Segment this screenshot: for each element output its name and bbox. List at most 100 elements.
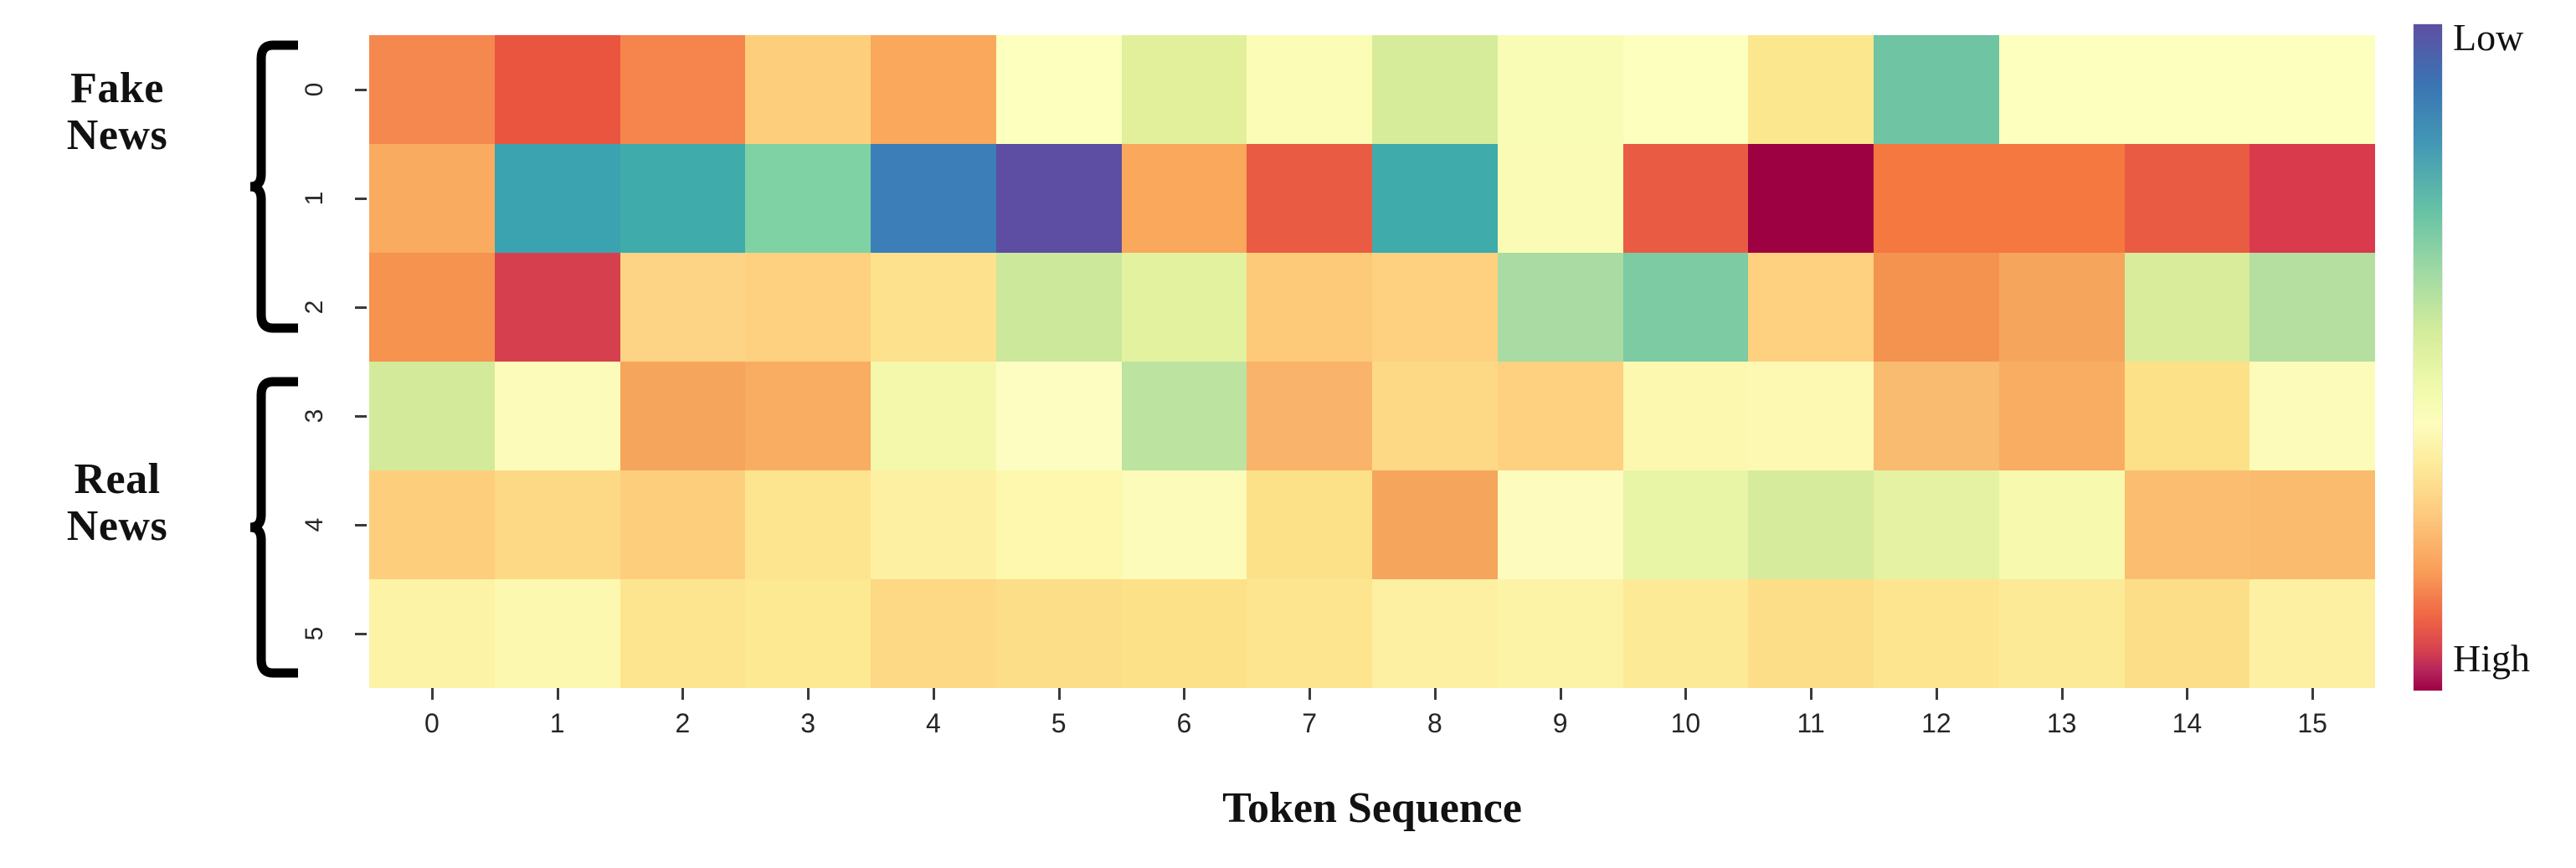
- heatmap-cell: [871, 35, 996, 144]
- heatmap-grid: [369, 35, 2375, 688]
- x-axis-tick-mark: [1433, 688, 1437, 700]
- heatmap-cell: [1874, 253, 1999, 362]
- heatmap-cell: [1247, 579, 1372, 688]
- heatmap-cell: [2124, 253, 2250, 362]
- heatmap-cell: [1121, 253, 1247, 362]
- x-axis-tick-mark: [1559, 688, 1562, 700]
- heatmap-cell: [620, 144, 746, 253]
- heatmap-cell: [494, 579, 620, 688]
- heatmap-cell: [1874, 35, 1999, 144]
- heatmap-cell: [1622, 579, 1749, 688]
- heatmap-cell: [2124, 35, 2250, 144]
- heatmap-cell: [1121, 35, 1247, 144]
- heatmap-cell: [1497, 362, 1623, 470]
- heatmap-cell: [995, 362, 1122, 470]
- heatmap-cell: [1622, 362, 1749, 470]
- heatmap-cell: [745, 362, 871, 470]
- x-axis-tick-label: 3: [800, 708, 816, 738]
- heatmap-cell: [1121, 470, 1247, 579]
- heatmap-cell: [1998, 470, 2125, 579]
- x-axis-tick-label: 1: [549, 708, 565, 738]
- heatmap-cell: [620, 35, 746, 144]
- heatmap-cell: [369, 579, 495, 688]
- group-label-real-news: Real News: [17, 455, 218, 551]
- heatmap-cell: [1121, 362, 1247, 470]
- y-axis-tick-label: 1: [301, 191, 328, 206]
- group-label-fake-news-line2: News: [66, 111, 168, 160]
- heatmap-cell: [995, 253, 1122, 362]
- y-axis-tick-mark: [355, 306, 367, 309]
- x-axis-tick-label: 15: [2297, 708, 2327, 738]
- heatmap-cell: [1998, 579, 2125, 688]
- heatmap-cell: [1497, 35, 1623, 144]
- heatmap-cell: [1874, 470, 1999, 579]
- heatmap-cell: [1121, 579, 1247, 688]
- x-axis-tick-mark: [1684, 688, 1688, 700]
- y-axis-tick-label: 2: [301, 300, 328, 315]
- x-axis-tick-mark: [807, 688, 810, 700]
- heatmap-cell: [1372, 362, 1498, 470]
- heatmap-cell: [620, 253, 746, 362]
- heatmap-cell: [369, 362, 495, 470]
- heatmap-cell: [1874, 362, 1999, 470]
- group-label-real-news-line2: News: [66, 502, 168, 551]
- heatmap-cell: [1748, 35, 1874, 144]
- heatmap-cell: [871, 579, 996, 688]
- x-axis-tick-label: 6: [1176, 708, 1192, 738]
- heatmap-cell: [1372, 253, 1498, 362]
- x-axis-tick-label: 2: [675, 708, 691, 738]
- heatmap-cell: [1372, 579, 1498, 688]
- heatmap-cell: [995, 470, 1122, 579]
- heatmap-cell: [995, 35, 1122, 144]
- heatmap-cell: [745, 144, 871, 253]
- x-axis-tick-mark: [430, 688, 434, 700]
- x-axis-tick-mark: [2060, 688, 2064, 700]
- colorbar: [2413, 23, 2443, 691]
- y-axis-tick-mark: [355, 633, 367, 635]
- heatmap-cell: [494, 144, 620, 253]
- heatmap-cell: [1998, 35, 2125, 144]
- x-axis-tick-mark: [1057, 688, 1061, 700]
- heatmap-cell: [871, 470, 996, 579]
- heatmap-cell: [494, 253, 620, 362]
- brace-fake-news: [248, 40, 300, 337]
- x-axis-title: Token Sequence: [1222, 784, 1522, 832]
- x-axis-tick-label: 4: [925, 708, 941, 738]
- heatmap-cell: [1874, 579, 1999, 688]
- heatmap-cell: [1497, 579, 1623, 688]
- heatmap-cell: [620, 362, 746, 470]
- x-axis-tick-label: 0: [424, 708, 440, 738]
- heatmap-cell: [1372, 470, 1498, 579]
- y-axis-tick-mark: [355, 415, 367, 418]
- y-axis-tick-label: 3: [301, 408, 328, 424]
- heatmap-cell: [2250, 144, 2375, 253]
- heatmap-cell: [1998, 362, 2125, 470]
- x-axis-tick-mark: [1935, 688, 1938, 700]
- x-axis-tick-label: 8: [1427, 708, 1442, 738]
- y-axis-tick-mark: [355, 524, 367, 526]
- heatmap-cell: [1247, 35, 1372, 144]
- x-axis-tick-label: 7: [1302, 708, 1318, 738]
- y-axis-tick-label: 5: [301, 626, 328, 641]
- heatmap-cell: [620, 579, 746, 688]
- heatmap-cell: [1247, 144, 1372, 253]
- heatmap-cell: [1372, 35, 1498, 144]
- heatmap-cell: [620, 470, 746, 579]
- heatmap-cell: [2124, 362, 2250, 470]
- heatmap-cell: [494, 470, 620, 579]
- x-axis-tick-label: 13: [2046, 708, 2077, 738]
- y-axis-tick-label: 4: [301, 517, 328, 532]
- heatmap-cell: [1748, 362, 1874, 470]
- heatmap-cell: [1247, 470, 1372, 579]
- x-axis-tick-label: 11: [1797, 708, 1825, 738]
- heatmap-cell: [1874, 144, 1999, 253]
- heatmap-cell: [1622, 35, 1749, 144]
- heatmap-cell: [1748, 579, 1874, 688]
- heatmap-cell: [2124, 579, 2250, 688]
- heatmap-cell: [369, 253, 495, 362]
- heatmap-cell: [1748, 144, 1874, 253]
- heatmap-cell: [1748, 253, 1874, 362]
- heatmap-cell: [745, 253, 871, 362]
- heatmap-cell: [745, 470, 871, 579]
- heatmap-cell: [1372, 144, 1498, 253]
